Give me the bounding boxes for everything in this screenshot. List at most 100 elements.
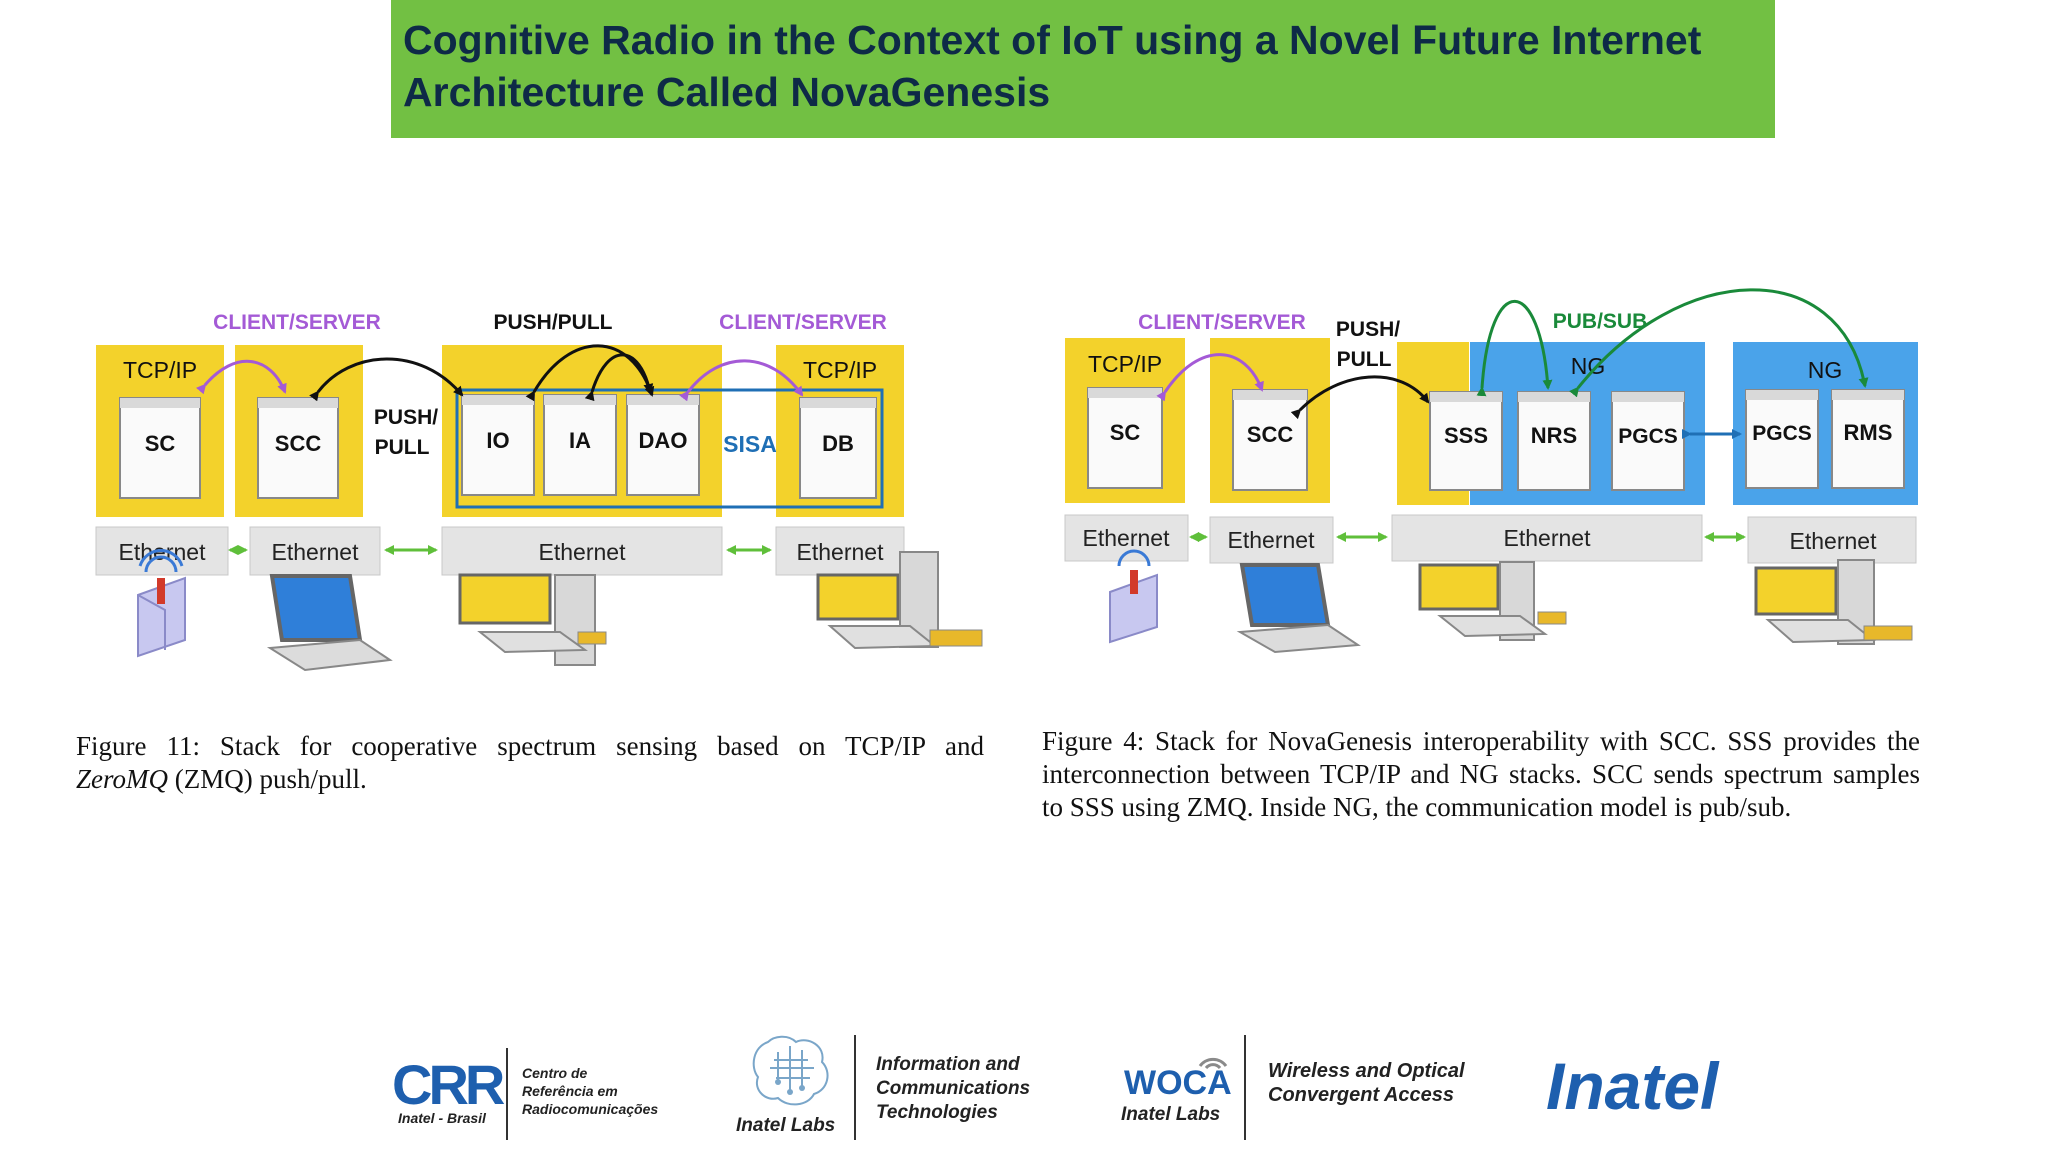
svg-text:SC: SC bbox=[1110, 420, 1141, 445]
crr-text-line-3: Radiocomunicações bbox=[522, 1101, 659, 1117]
crr-text-line-2: Referência em bbox=[522, 1083, 618, 1099]
woca-logo: WOCA bbox=[1124, 1064, 1232, 1102]
module-ia: IA bbox=[543, 394, 617, 496]
push-pull-arrow-scc-io bbox=[309, 357, 464, 402]
desktop-icon-1 bbox=[458, 573, 607, 666]
module-nrs: NRS bbox=[1517, 391, 1591, 491]
svg-text:RMS: RMS bbox=[1844, 420, 1893, 445]
client-server-arrow-1 bbox=[195, 360, 287, 395]
svg-text:SC: SC bbox=[145, 431, 176, 456]
pub-sub-label: PUB/SUB bbox=[1553, 310, 1648, 333]
ng-label-2: NG bbox=[1808, 357, 1843, 383]
crr-sub: Inatel - Brasil bbox=[398, 1110, 486, 1126]
woca-text-line-2: Convergent Access bbox=[1268, 1084, 1454, 1106]
module-sc: SC bbox=[119, 397, 201, 499]
ethernet-bar-3 bbox=[441, 526, 723, 576]
svg-text:DAO: DAO bbox=[639, 428, 688, 453]
footer-divider-2 bbox=[854, 1035, 856, 1140]
svg-text:SCC: SCC bbox=[275, 431, 322, 456]
caption-left-line-2: ZeroMQ (ZMQ) push/pull. bbox=[76, 763, 984, 796]
svg-text:PGCS: PGCS bbox=[1618, 425, 1678, 448]
svg-text:SCC: SCC bbox=[1247, 422, 1294, 447]
woca-sub: Inatel Labs bbox=[1121, 1104, 1221, 1125]
svg-text:NRS: NRS bbox=[1531, 423, 1577, 448]
module-sss: SSS bbox=[1429, 391, 1503, 491]
caption-left-zeromq: ZeroMQ bbox=[76, 764, 168, 794]
svg-text:PGCS: PGCS bbox=[1752, 422, 1812, 445]
brain-circuit-icon bbox=[752, 1035, 829, 1106]
inatel-logo: Inatel bbox=[1546, 1049, 1719, 1123]
push-pull-top-label: PUSH/PULL bbox=[493, 311, 612, 334]
client-server-arrow-2 bbox=[679, 359, 804, 402]
push-label-right-line-2: PULL bbox=[1337, 348, 1392, 371]
figure-right-diagram: CLIENT/SERVER PUSH/ PULL PUB/SUB TCP/IP … bbox=[1064, 288, 1918, 654]
sisa-frame bbox=[455, 388, 884, 509]
pub-sub-arrow-nrs-rms bbox=[1569, 288, 1869, 398]
push-label-line-1: PUSH/ bbox=[374, 406, 438, 429]
svg-text:Ethernet: Ethernet bbox=[1504, 525, 1592, 551]
svg-text:Ethernet: Ethernet bbox=[539, 539, 627, 565]
tcpip-label-1: TCP/IP bbox=[123, 357, 197, 383]
page-title-line-2: Architecture Called NovaGenesis bbox=[403, 69, 1051, 115]
figure-left-diagram: CLIENT/SERVER PUSH/PULL CLIENT/SERVER TC… bbox=[95, 311, 983, 672]
push-pull-arrow-scc-sss bbox=[1290, 375, 1430, 420]
svg-text:Ethernet: Ethernet bbox=[1790, 528, 1878, 554]
laptop-icon-right bbox=[1236, 563, 1361, 654]
module-pgcs-2: PGCS bbox=[1745, 389, 1819, 489]
labs-text-line-2: Communications bbox=[876, 1078, 1031, 1099]
ethernet-bar-right-2 bbox=[1209, 516, 1334, 564]
svg-text:SSS: SSS bbox=[1444, 423, 1488, 448]
caption-figure-left: Figure 11: Stack for cooperative spectru… bbox=[76, 730, 984, 796]
caption-right-line-3: to SSS using ZMQ. Inside NG, the communi… bbox=[1042, 792, 1792, 822]
labs-text-line-1: Information and bbox=[876, 1054, 1020, 1075]
svg-text:IO: IO bbox=[486, 428, 509, 453]
sensor-node-icon bbox=[137, 549, 186, 658]
ethernet-bar-2 bbox=[249, 526, 381, 576]
crr-text-line-1: Centro de bbox=[522, 1065, 588, 1081]
svg-text:Ethernet: Ethernet bbox=[1083, 525, 1171, 551]
push-label-right-line-1: PUSH/ bbox=[1336, 318, 1400, 341]
desktop-icon-right-2 bbox=[1754, 559, 1913, 645]
module-db: DB bbox=[799, 397, 877, 499]
client-server-label-1: CLIENT/SERVER bbox=[213, 311, 381, 334]
svg-text:Ethernet: Ethernet bbox=[272, 539, 360, 565]
pub-sub-arrow-sss-nrs bbox=[1476, 300, 1553, 397]
sisa-label: SISA bbox=[723, 431, 777, 457]
module-scc-right: SCC bbox=[1232, 389, 1308, 491]
push-label-line-2: PULL bbox=[375, 436, 430, 459]
title-banner: Cognitive Radio in the Context of IoT us… bbox=[391, 0, 1775, 138]
push-pull-arrow-io-dao bbox=[525, 344, 655, 402]
svg-text:Ethernet: Ethernet bbox=[797, 539, 885, 565]
caption-left-line-2-rest: (ZMQ) push/pull. bbox=[168, 764, 367, 794]
caption-figure-right: Figure 4: Stack for NovaGenesis interope… bbox=[1042, 725, 1920, 824]
wifi-icon bbox=[1198, 1057, 1228, 1070]
svg-text:DB: DB bbox=[822, 431, 854, 456]
tcpip-label-right: TCP/IP bbox=[1088, 351, 1162, 377]
caption-right-line-2: interconnection between TCP/IP and NG st… bbox=[1042, 759, 1920, 789]
module-io: IO bbox=[461, 394, 535, 496]
woca-text-line-1: Wireless and Optical bbox=[1268, 1060, 1465, 1082]
tcpip-label-2: TCP/IP bbox=[803, 357, 877, 383]
client-server-label-2: CLIENT/SERVER bbox=[719, 311, 887, 334]
client-server-arrow-right bbox=[1156, 353, 1264, 402]
labs-text-line-3: Technologies bbox=[876, 1102, 998, 1123]
module-dao: DAO bbox=[626, 394, 700, 496]
sensor-node-icon-right bbox=[1109, 549, 1158, 644]
desktop-icon-2 bbox=[816, 551, 983, 650]
desktop-icon-right-1 bbox=[1418, 561, 1567, 641]
svg-text:IA: IA bbox=[569, 428, 591, 453]
module-sc-right: SC bbox=[1087, 387, 1163, 489]
footer-divider-3 bbox=[1244, 1035, 1246, 1140]
module-scc: SCC bbox=[257, 397, 339, 499]
crr-logo: CRR bbox=[392, 1053, 505, 1116]
laptop-icon bbox=[266, 574, 393, 672]
svg-text:Ethernet: Ethernet bbox=[1228, 527, 1316, 553]
footer-divider-1 bbox=[506, 1048, 508, 1140]
caption-left-line-1: Figure 11: Stack for cooperative spectru… bbox=[76, 731, 984, 761]
client-server-label-3: CLIENT/SERVER bbox=[1138, 311, 1306, 334]
labs-name: Inatel Labs bbox=[736, 1115, 836, 1136]
ethernet-bar-right-4 bbox=[1747, 516, 1917, 564]
page-title-line-1: Cognitive Radio in the Context of IoT us… bbox=[403, 17, 1702, 63]
caption-right-line-1: Figure 4: Stack for NovaGenesis interope… bbox=[1042, 726, 1920, 756]
module-rms: RMS bbox=[1831, 389, 1905, 489]
